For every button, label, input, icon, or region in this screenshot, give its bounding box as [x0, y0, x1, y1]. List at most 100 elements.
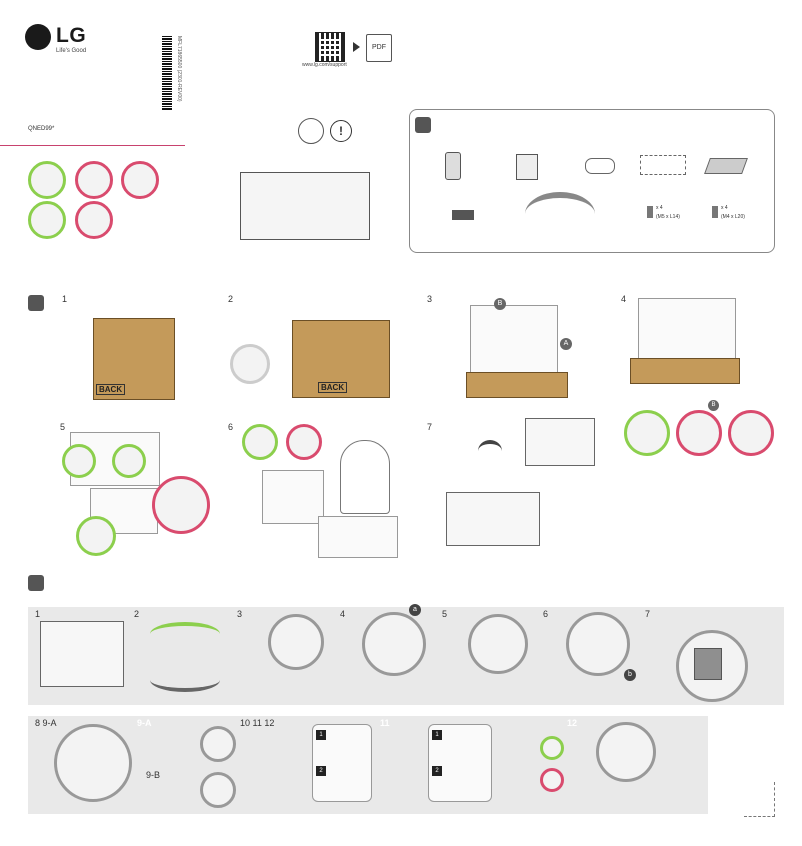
- support-url: www.lg.com/support: [302, 62, 347, 68]
- detail-circle: [54, 724, 132, 802]
- detail-inset: [318, 516, 398, 558]
- step-number: 3: [427, 294, 433, 304]
- ok-circle-icon: [28, 161, 66, 199]
- box-tray-illustration: [466, 372, 568, 398]
- step-number: 5: [442, 609, 448, 619]
- back-label: BACK: [318, 382, 348, 393]
- person-illustration: [340, 440, 390, 514]
- detail-circle: [230, 344, 270, 384]
- detail-circle: [200, 726, 236, 762]
- box-tray-illustration: [630, 358, 740, 384]
- tv-illustration: [446, 492, 540, 546]
- screw-size-label: (M5 x L14): [656, 214, 680, 220]
- step-number: 4: [621, 294, 627, 304]
- tv-panel-illustration: [638, 298, 736, 360]
- step-number: 2: [134, 609, 140, 619]
- pad-icon: [704, 158, 748, 174]
- check-icon: [540, 736, 564, 760]
- brand-tagline: Life's Good: [56, 48, 87, 54]
- cable-holder-icon: [640, 155, 686, 175]
- box-illustration: [93, 318, 175, 400]
- screw-count: x 4: [656, 205, 663, 211]
- sub-step-badge: 1: [432, 730, 442, 740]
- marker-b: b: [624, 669, 636, 681]
- rotate-arrow-icon: [478, 440, 502, 462]
- stand-arm-icon: [150, 622, 220, 646]
- stand-arm-icon: [525, 192, 595, 236]
- marker-b: B: [494, 298, 506, 310]
- step-number: 7: [427, 422, 433, 432]
- screw-size-label: (M4 x L20): [721, 214, 745, 220]
- step-label: 9-A: [137, 718, 152, 728]
- ok-circle-icon: [76, 516, 116, 556]
- prohibited-circle-icon: [728, 410, 774, 456]
- step-label: 11: [380, 718, 390, 728]
- ok-circle-icon: [62, 444, 96, 478]
- ok-circle-icon: [242, 424, 278, 460]
- prohibited-circle-icon: [121, 161, 159, 199]
- marker-b: B: [708, 400, 719, 411]
- box-icon: [28, 295, 44, 311]
- sub-step-badge: 1: [316, 730, 326, 740]
- step-label: 9-B: [146, 770, 161, 780]
- tv-panel-illustration: [470, 305, 558, 379]
- qr-code-pattern: [319, 36, 339, 56]
- tv-panel-illustration: [262, 470, 324, 524]
- lg-logo-icon: [25, 24, 51, 50]
- ok-circle-icon: [112, 444, 146, 478]
- power-cable-icon: [585, 158, 615, 174]
- detail-circle: [268, 614, 324, 670]
- step-number: 2: [228, 294, 234, 304]
- detail-circle: [566, 612, 630, 676]
- screwdriver-icon: [28, 575, 44, 591]
- manual-icon: [516, 154, 538, 180]
- ok-circle-icon: [28, 201, 66, 239]
- page-turn-icon: [744, 782, 775, 817]
- remote-control-icon: [445, 152, 461, 180]
- screw-icon: [647, 206, 653, 218]
- step-label: 8 9-A: [35, 718, 57, 728]
- step-label: 10 11 12: [240, 718, 275, 728]
- stand-base-icon: [452, 210, 474, 220]
- box-illustration: [292, 320, 390, 398]
- back-label: BACK: [96, 384, 126, 395]
- model-number: QNED99*: [28, 126, 55, 132]
- step-number: 5: [60, 422, 66, 432]
- detail-circle: [200, 772, 236, 808]
- sub-step-badge: 2: [316, 766, 326, 776]
- tv-illustration: [525, 418, 595, 466]
- person-head-icon: [298, 118, 324, 144]
- screw-count: x 4: [721, 205, 728, 211]
- step-number: 6: [228, 422, 234, 432]
- prohibited-circle-icon: [75, 201, 113, 239]
- step-number: 6: [543, 609, 549, 619]
- barcode-text: MFL71865500 (2301-REV00): [176, 36, 182, 102]
- prohibited-circle-icon: [152, 476, 210, 534]
- divider-line: [0, 145, 185, 146]
- step-number: 3: [237, 609, 243, 619]
- prohibited-circle-icon: [286, 424, 322, 460]
- prohibited-icon: [540, 768, 564, 792]
- prohibited-circle-icon: [75, 161, 113, 199]
- prohibited-circle-icon: [676, 410, 722, 456]
- marker-a: A: [560, 338, 572, 350]
- accessories-panel: [409, 109, 775, 253]
- detail-circle: [468, 614, 528, 674]
- cover-plate-icon: [694, 648, 722, 680]
- tv-back-illustration: [40, 621, 124, 687]
- ok-circle-icon: [624, 410, 670, 456]
- detail-circle: [596, 722, 656, 782]
- step-number: 4: [340, 609, 346, 619]
- detail-circle: [362, 612, 426, 676]
- sub-step-badge: 2: [432, 766, 442, 776]
- arrow-right-icon: [353, 42, 360, 52]
- step-number: 1: [62, 294, 68, 304]
- pdf-icon: PDF: [366, 34, 392, 62]
- step-label: 12: [567, 718, 578, 728]
- brand-name: LG: [56, 24, 87, 47]
- step-number: 1: [35, 609, 41, 619]
- screw-icon: [712, 206, 718, 218]
- marker-a: a: [409, 604, 421, 616]
- warning-icon: !: [330, 120, 352, 142]
- step-number: 7: [645, 609, 651, 619]
